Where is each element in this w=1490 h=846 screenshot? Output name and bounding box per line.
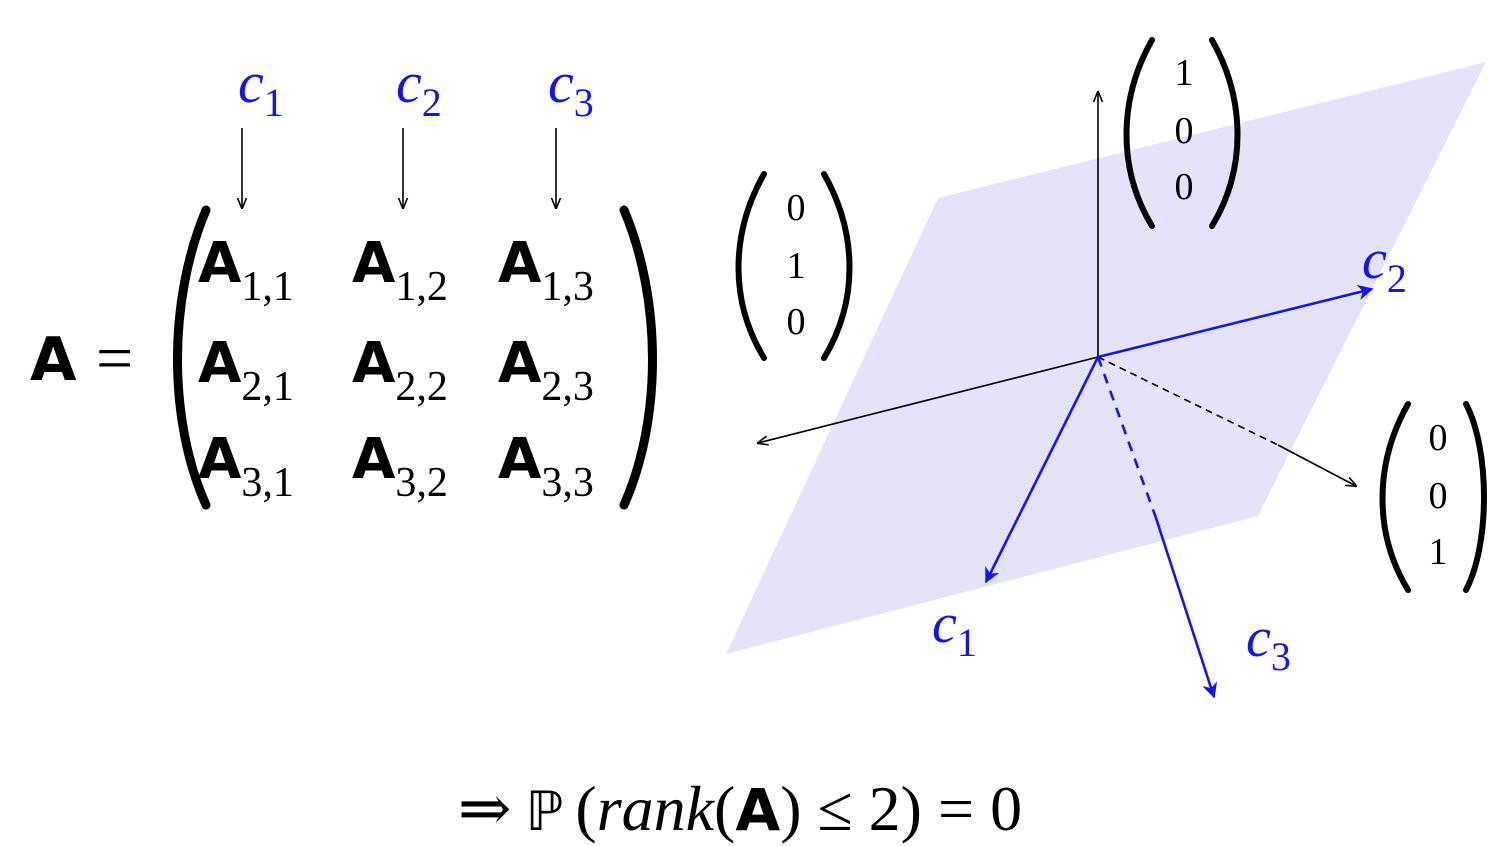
basis-e2-entry-3: 0 bbox=[787, 301, 806, 343]
basis-e1-entry-3: 0 bbox=[1175, 166, 1194, 208]
coordinate-axes bbox=[758, 92, 1356, 486]
vector-c2 bbox=[1097, 284, 1374, 359]
column-span-plane bbox=[726, 62, 1486, 654]
basis-e3-entry-1: 0 bbox=[1429, 417, 1448, 459]
basis-e1-entry-1: 1 bbox=[1175, 52, 1194, 94]
vector-label-c2: c2 bbox=[1362, 229, 1407, 301]
column-vectors bbox=[984, 284, 1374, 699]
vector-c1 bbox=[984, 356, 1100, 584]
axis-e2 bbox=[758, 356, 1099, 443]
axis-e3 bbox=[1277, 444, 1356, 486]
axis-e3-hidden bbox=[1097, 356, 1279, 446]
basis-vector-e2: 0 1 0 bbox=[735, 171, 853, 361]
basis-e2-left-paren bbox=[735, 171, 767, 361]
vector-c3 bbox=[1154, 517, 1218, 699]
matrix-left-paren bbox=[173, 205, 211, 510]
basis-e3-left-paren bbox=[1379, 401, 1411, 593]
basis-e2-entry-2: 1 bbox=[787, 245, 806, 287]
conclusion-formula: ⇒ℙ(rank(A)≤2)=0 bbox=[458, 773, 1022, 844]
column-pointer-arrows bbox=[242, 128, 556, 208]
basis-e1-entry-2: 0 bbox=[1175, 110, 1194, 152]
matrix-entry-2-2: A2,2 bbox=[352, 331, 448, 410]
matrix-entry-1-2: A1,2 bbox=[352, 231, 448, 310]
vector-label-c1: c1 bbox=[932, 593, 977, 665]
matrix-entry-1-3: A1,3 bbox=[498, 231, 594, 310]
matrix-symbol: A bbox=[30, 325, 77, 395]
vector-labels: c2 c1 c3 bbox=[932, 229, 1407, 679]
column-label-c3: c3 bbox=[548, 50, 594, 125]
matrix-equals: = bbox=[96, 322, 133, 395]
column-labels: c1 c2 c3 bbox=[238, 50, 594, 125]
basis-e3-entry-3: 1 bbox=[1429, 531, 1448, 573]
basis-e2-entry-1: 0 bbox=[787, 187, 806, 229]
basis-e1-left-paren bbox=[1123, 37, 1155, 229]
basis-vector-e1: 1 0 0 bbox=[1123, 37, 1241, 229]
matrix-entry-2-1: A2,1 bbox=[198, 331, 294, 410]
matrix-entry-3-3: A3,3 bbox=[498, 427, 594, 506]
column-label-c1: c1 bbox=[238, 50, 284, 125]
matrix-right-paren bbox=[619, 205, 657, 510]
basis-e3-entry-2: 0 bbox=[1429, 475, 1448, 517]
basis-vector-e3: 0 0 1 bbox=[1379, 401, 1487, 593]
matrix-entries: A1,1 A1,2 A1,3 A2,1 A2,2 A2,3 A3,1 A3,2 … bbox=[198, 231, 594, 506]
matrix-entry-1-1: A1,1 bbox=[198, 231, 294, 310]
matrix-entry-3-2: A3,2 bbox=[352, 427, 448, 506]
matrix-entry-2-3: A2,3 bbox=[498, 331, 594, 410]
basis-e2-right-paren bbox=[821, 171, 853, 361]
matrix-entry-3-1: A3,1 bbox=[198, 427, 294, 506]
vector-label-c3: c3 bbox=[1246, 607, 1291, 679]
basis-e1-right-paren bbox=[1209, 37, 1241, 229]
matrix-brackets bbox=[173, 205, 657, 510]
column-label-c2: c2 bbox=[396, 50, 442, 125]
basis-e3-right-paren bbox=[1463, 401, 1487, 593]
